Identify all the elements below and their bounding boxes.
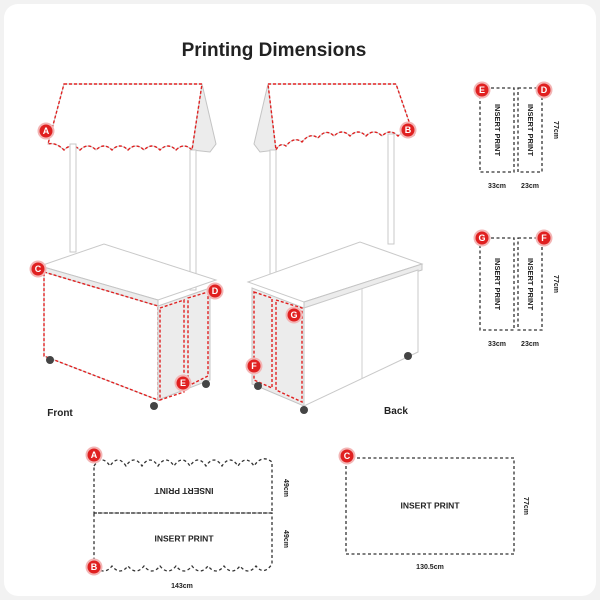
print-panel-e (479, 87, 515, 173)
c-height-dimension: 77cm (522, 497, 529, 515)
badge-letter: E (180, 378, 186, 388)
badge-f: F (535, 229, 553, 247)
front-wheel-1 (46, 356, 54, 364)
print-panel-b-text: INSERT PRINT (154, 533, 214, 543)
panel-e-d: INSERT PRINT INSERT PRINT 77cm 33cm 23cm (479, 87, 559, 190)
print-area-e-outline (159, 299, 185, 401)
f-width-dimension: 23cm (521, 341, 539, 348)
badge-b: B (399, 121, 417, 139)
badge-letter: C (35, 264, 42, 274)
back-pole-right (387, 133, 395, 245)
badge-c: C (338, 447, 356, 465)
panel-g-f: INSERT PRINT INSERT PRINT 77cm 33cm 23cm (479, 237, 559, 348)
c-width-dimension: 130.5cm (416, 564, 444, 571)
badge-letter: D (541, 85, 548, 95)
ab-bottom-height-dimension: 49cm (282, 530, 289, 548)
badge-letter: B (91, 562, 98, 572)
print-panel-d (517, 87, 543, 173)
print-area-b-outline (267, 83, 415, 153)
back-cart (246, 83, 424, 414)
print-panel-c-text: INSERT PRINT (400, 500, 460, 510)
front-cart (38, 83, 218, 410)
badge-a: A (85, 446, 103, 464)
badge-letter: G (290, 310, 297, 320)
badge-letter: A (43, 126, 50, 136)
print-panel-g (479, 237, 515, 331)
badge-letter: B (405, 125, 412, 135)
back-countertop-edge (303, 263, 423, 309)
front-wheel-3 (202, 380, 210, 388)
front-pole-left (69, 143, 77, 253)
badge-letter: A (91, 450, 98, 460)
badge-d: D (206, 282, 224, 300)
back-body-panel (303, 269, 419, 407)
badge-a: A (37, 122, 55, 140)
print-area-d-outline (187, 291, 209, 388)
ab-width-dimension: 143cm (171, 583, 193, 590)
print-panel-g-text: INSERT PRINT (493, 258, 502, 311)
front-body-side (157, 287, 211, 401)
front-label: Front (47, 408, 73, 419)
badge-letter: E (479, 85, 485, 95)
badge-letter: D (212, 286, 219, 296)
front-wheel-2 (150, 402, 158, 410)
badge-d: D (535, 81, 553, 99)
back-wheel-2 (300, 406, 308, 414)
badge-letter: G (478, 233, 485, 243)
badge-e: E (473, 81, 491, 99)
print-panel-f (517, 237, 543, 331)
front-pole-right (189, 149, 197, 291)
badge-layer: A B C D E G F E D G F A B C (29, 81, 553, 576)
page-title: Printing Dimensions (182, 40, 367, 61)
print-area-g-outline (275, 299, 303, 404)
diagram-canvas: Printing Dimensions Front (4, 4, 596, 596)
back-pole-left (269, 149, 277, 289)
badge-e: E (174, 374, 192, 392)
gf-height-dimension: 77cm (552, 275, 559, 293)
print-panel-a-text: INSERT PRINT (154, 486, 214, 496)
ed-height-dimension: 77cm (552, 121, 559, 139)
printing-dimensions-diagram: Printing Dimensions Front (29, 40, 559, 590)
front-canopy (47, 83, 203, 152)
print-panel-e-text: INSERT PRINT (493, 104, 502, 157)
badge-letter: F (541, 233, 547, 243)
back-wheel-3 (404, 352, 412, 360)
print-panel-d-text: INSERT PRINT (526, 104, 535, 157)
panel-a-b: INSERT PRINT INSERT PRINT 49cm 49cm 143c… (93, 458, 289, 590)
badge-b: B (85, 558, 103, 576)
print-panel-a (93, 458, 273, 514)
badge-letter: F (251, 361, 257, 371)
ab-top-height-dimension: 49cm (282, 479, 289, 497)
print-panel-f-text: INSERT PRINT (526, 258, 535, 311)
e-width-dimension: 33cm (488, 183, 506, 190)
badge-letter: C (344, 451, 351, 461)
badge-c: C (29, 260, 47, 278)
badge-g: G (473, 229, 491, 247)
back-wheel-1 (254, 382, 262, 390)
d-width-dimension: 23cm (521, 183, 539, 190)
back-label: Back (384, 406, 408, 417)
badge-g: G (285, 306, 303, 324)
print-area-f-outline (253, 291, 273, 390)
print-panel-c (345, 457, 515, 555)
badge-f: F (245, 357, 263, 375)
panel-c: INSERT PRINT 77cm 130.5cm (345, 457, 529, 571)
g-width-dimension: 33cm (488, 341, 506, 348)
